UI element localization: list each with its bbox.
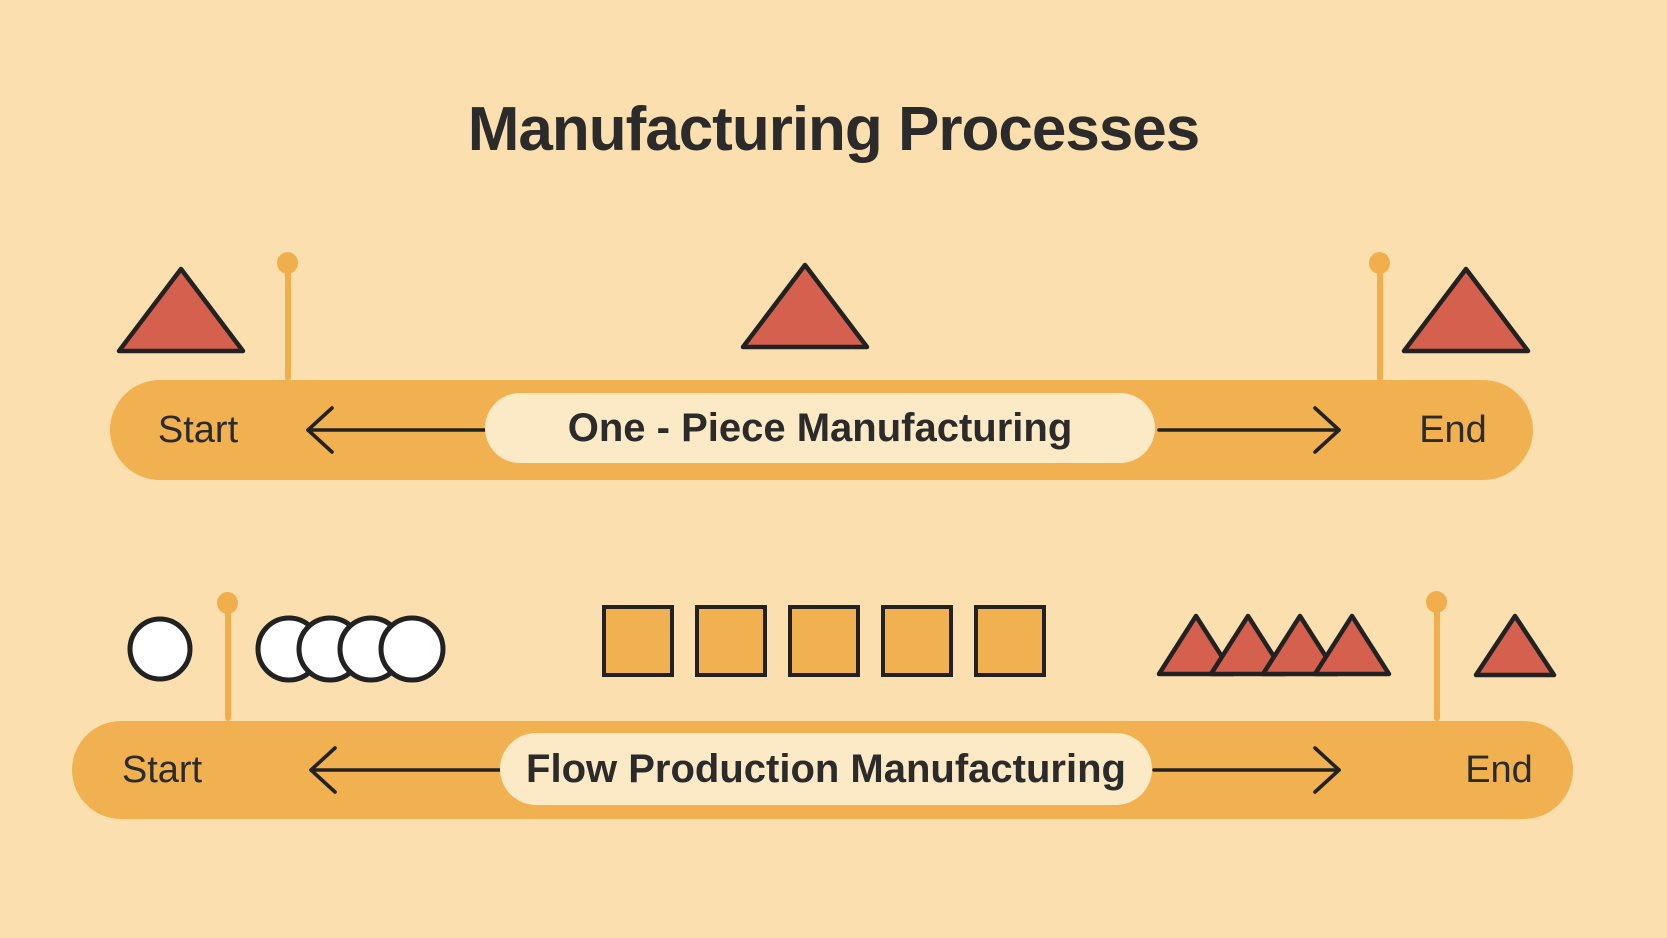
start-label: Start	[157, 409, 239, 451]
left-arrow-icon	[306, 406, 490, 454]
one-piece-label-pill: One - Piece Manufacturing	[485, 393, 1155, 463]
end-label: End	[1465, 749, 1533, 791]
square-marker-icon	[974, 605, 1046, 677]
pin-stem	[225, 603, 231, 721]
triangle-marker-icon	[116, 266, 246, 354]
triangle-group-icon	[1156, 613, 1392, 677]
square-marker-icon	[602, 605, 674, 677]
pin-stem	[285, 263, 291, 381]
flow-production-label-pill: Flow Production Manufacturing	[500, 733, 1152, 805]
pin-stem	[1434, 602, 1440, 721]
triangle-marker-icon	[1473, 613, 1557, 678]
left-arrow-icon	[309, 746, 503, 794]
pin-stem	[1377, 263, 1383, 381]
right-arrow-icon	[1157, 406, 1341, 454]
square-marker-icon	[881, 605, 953, 677]
end-label: End	[1419, 409, 1487, 451]
page-title: Manufacturing Processes	[467, 95, 1201, 164]
triangle-marker-icon	[1401, 266, 1531, 354]
triangle-marker-icon	[740, 262, 870, 350]
square-marker-icon	[695, 605, 767, 677]
square-marker-icon	[788, 605, 860, 677]
circle-marker-icon	[127, 616, 193, 682]
start-label: Start	[121, 749, 203, 791]
right-arrow-icon	[1152, 746, 1341, 794]
circle-group-icon	[255, 615, 446, 683]
